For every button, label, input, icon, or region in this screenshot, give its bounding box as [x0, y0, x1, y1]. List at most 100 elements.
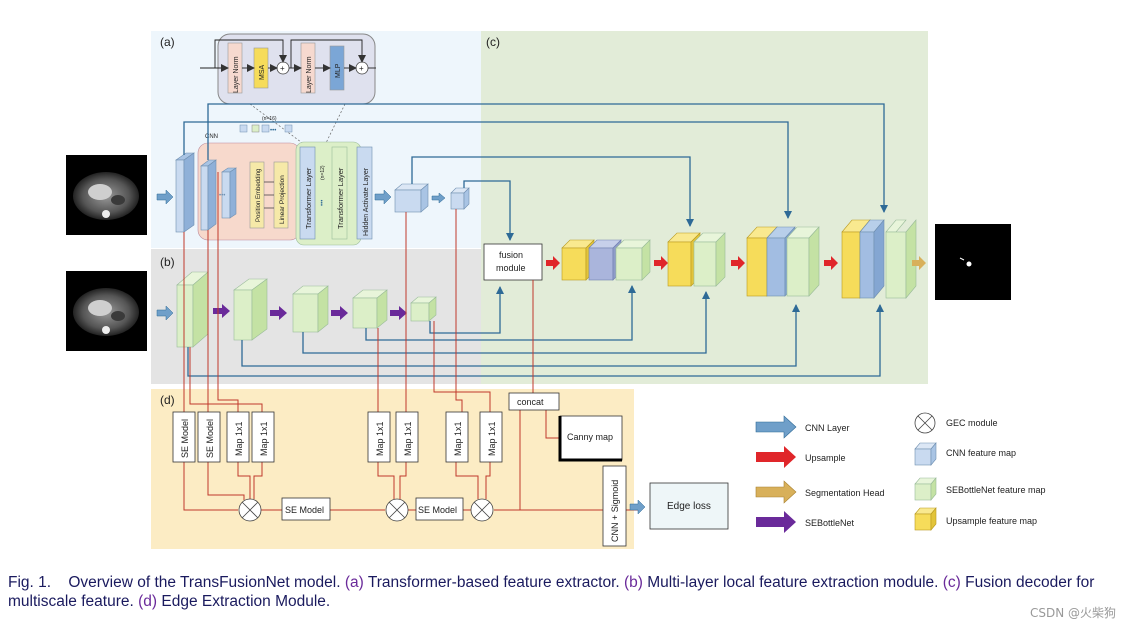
legend-cnn-feature-map-label: CNN feature map: [946, 448, 1016, 458]
segmentation-head-arrow: [912, 256, 926, 270]
hidden-activate-label: Hidden Activate Layer: [363, 167, 370, 236]
decoder-stage-1: [561, 239, 651, 281]
caption-fig: Fig. 1.: [8, 574, 52, 591]
decoder-stage-2: [667, 232, 726, 287]
embedding-blocks: Position Embedding Linear Projection: [249, 161, 289, 229]
ct-input-image-bottom: [66, 271, 147, 351]
legend-sebottlenet-feature-map-label: SEBottleNet feature map: [946, 485, 1046, 495]
map-1x1-3-label: Map 1x1: [375, 421, 385, 456]
cnn-label: CNN: [205, 134, 218, 140]
map-1x1-6-label: Map 1x1: [487, 421, 497, 456]
legend-upsample-feature-map-label: Upsample feature map: [946, 516, 1037, 526]
caption-c-tag: (c): [942, 574, 961, 591]
se-model-2-label: SE Model: [205, 419, 215, 458]
dots-cnn: •••: [219, 193, 225, 199]
legend-gec-icon: [914, 412, 936, 434]
caption-a-text: Transformer-based feature extractor.: [367, 574, 620, 591]
mlp-label: MLP: [335, 63, 342, 78]
upsample-arrows: [546, 256, 838, 270]
transformer-layer-2-box: [331, 146, 348, 240]
legend-cnn-layer-icon: [755, 415, 797, 439]
ct-input-image-top: [66, 155, 147, 235]
hidden-activate-box: [356, 146, 373, 240]
layer-norm-1-label: Layer Norm: [233, 56, 240, 93]
encoder-output-cubes: [394, 183, 470, 213]
cnn-sigmoid-box: CNN + Sigmoid: [602, 465, 627, 547]
linear-projection-label: Linear Projection: [279, 175, 286, 224]
concat-label: concat: [517, 397, 544, 407]
edge-loss-arrow: [629, 499, 646, 515]
svg-text:+: +: [280, 64, 285, 73]
caption-b-text: Multi-layer local feature extraction mod…: [647, 574, 939, 591]
transformer-layer-1-box: [299, 146, 316, 240]
legend-cnn-layer-label: CNN Layer: [805, 423, 850, 433]
fusion-module-label-1: fusion: [499, 250, 523, 260]
skip-connections: [183, 103, 888, 377]
edge-red-lines: [183, 172, 642, 511]
legend-segmentation-head-label: Segmentation Head: [805, 488, 885, 498]
decoder-stage-3: [746, 226, 820, 297]
legend-cnn-feature-map-icon: [914, 442, 937, 466]
position-embedding-label: Position Embedding: [256, 169, 262, 222]
se-model-1-label: SE Model: [180, 419, 190, 458]
segmentation-output-image: [935, 224, 1011, 300]
canny-map-label: Canny map: [567, 432, 613, 442]
legend-upsample-feature-map-icon: [914, 507, 937, 531]
input-arrow-b: [156, 305, 174, 321]
architecture-diagram: (a) (c) (b) (d) Layer Norm MSA + Layer N…: [66, 31, 1046, 549]
cnn-layer-arrows: [156, 189, 446, 205]
map-1x1-1-label: Map 1x1: [234, 421, 244, 456]
legend-gec-label: GEC module: [946, 418, 998, 428]
fusion-module-box: fusion module: [483, 243, 543, 281]
se-model-vertical-boxes: SE Model SE Model: [172, 411, 221, 463]
map-1x1-4-label: Map 1x1: [403, 421, 413, 456]
panel-d-background: [151, 389, 634, 549]
panel-b-label: (b): [160, 255, 175, 269]
canny-map-box: Canny map: [558, 415, 623, 462]
caption-d-text: Edge Extraction Module.: [161, 593, 331, 610]
caption-a-tag: (a): [344, 574, 364, 591]
legend-sebottlenet-label: SEBottleNet: [805, 518, 855, 528]
fusion-module-label-2: module: [496, 263, 526, 273]
transformer-layer-1-label: Transformer Layer: [304, 167, 313, 229]
svg-text:+: +: [359, 64, 364, 73]
legend-upsample-icon: [756, 446, 796, 468]
map-1x1-boxes: Map 1x1 Map 1x1 Map 1x1 Map 1x1 Map 1x1 …: [226, 411, 503, 463]
gec-module-nodes: [238, 498, 494, 522]
figure-caption: Fig. 1. Overview of the TransFusionNet m…: [8, 573, 1123, 611]
transformer-block-detail: Layer Norm MSA + Layer Norm MLP +: [200, 33, 376, 146]
transformer-dots: •••: [320, 200, 326, 206]
map-1x1-5-label: Map 1x1: [453, 421, 463, 456]
msa-label: MSA: [259, 65, 266, 81]
concat-box: concat: [508, 392, 560, 411]
panel-c-label: (c): [486, 35, 500, 49]
legend-sebottlenet-feature-map-icon: [914, 477, 937, 501]
token-dots: •••: [270, 128, 276, 134]
se-model-3-label: SE Model: [285, 505, 324, 515]
legend-segmentation-head-icon: [755, 480, 797, 504]
legend: CNN Layer Upsample Segmentation Head SEB…: [755, 412, 1046, 533]
edge-loss-label: Edge loss: [667, 501, 711, 512]
panel-d-label: (d): [160, 393, 175, 407]
n-layers-label: (n=12): [320, 165, 326, 180]
legend-sebottlenet-icon: [756, 511, 796, 533]
watermark: CSDN @火柴狗: [1029, 606, 1116, 620]
panel-a-label: (a): [160, 35, 175, 49]
caption-intro: Overview of the TransFusionNet model.: [68, 574, 341, 591]
legend-upsample-label: Upsample: [805, 453, 846, 463]
layer-norm-2-label: Layer Norm: [306, 56, 313, 93]
caption-d-tag: (d): [138, 593, 158, 610]
cnn-sigmoid-label: CNN + Sigmoid: [610, 480, 620, 542]
n-tokens-label: (n=16): [262, 116, 277, 122]
patch-tokens: ••• (n=16): [239, 116, 293, 134]
transformer-layer-2-label: Transformer Layer: [336, 167, 345, 229]
caption-c-text: Fusion decoder for multiscale feature.: [8, 574, 1095, 610]
se-model-horizontal-boxes: SE Model SE Model: [281, 497, 464, 521]
edge-loss-box: Edge loss: [649, 482, 729, 530]
map-1x1-2-label: Map 1x1: [259, 421, 269, 456]
se-model-4-label: SE Model: [418, 505, 457, 515]
sebottlenet-cubes: [176, 271, 437, 348]
sebottlenet-arrows: [213, 304, 407, 320]
caption-b-tag: (b): [624, 574, 643, 591]
decoder-stage-4: [841, 219, 917, 299]
